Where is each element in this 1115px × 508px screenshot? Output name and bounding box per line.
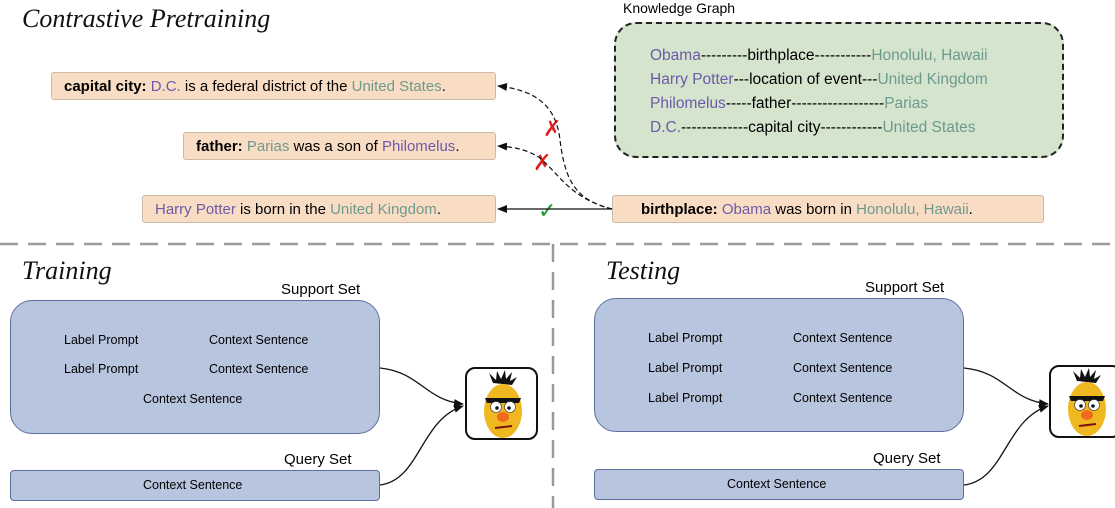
sentence-end: .: [441, 78, 446, 95]
kg-tail: Honolulu, Hawaii: [871, 47, 988, 64]
kg-dash: -------------: [681, 119, 749, 136]
kg-dash: ------------------: [791, 95, 885, 112]
kg-head: Philomelus: [650, 95, 726, 112]
context-sentence-text: Context Sentence: [791, 331, 895, 345]
kg-head: Obama: [650, 47, 701, 64]
context-sentence-text: Context Sentence: [207, 333, 311, 347]
kg-triple: Harry Potter---location of event---Unite…: [650, 68, 988, 92]
negative-arrow: [497, 142, 613, 210]
sentence-father: father: Parias was a son of Philomelus.: [183, 132, 496, 160]
kg-head: D.C.: [650, 119, 681, 136]
support-set-title: Support Set: [865, 279, 945, 296]
entity-head: Parias: [246, 138, 290, 155]
section-title-testing: Testing: [606, 256, 681, 285]
kg-dash: -----: [725, 95, 752, 112]
entity-head: D.C.: [150, 78, 181, 95]
kg-triple: Obama---------birthplace-----------Honol…: [650, 44, 988, 68]
sentence-birthplace-anchor: birthplace: Obama was born in Honolulu, …: [612, 195, 1044, 223]
support-to-model-arrow: [379, 367, 464, 408]
relation-label: birthplace:: [641, 201, 718, 218]
kg-relation: father: [751, 95, 792, 112]
entity-head: Harry Potter: [155, 201, 236, 218]
query-to-model-arrow: [379, 404, 464, 486]
kg-dash: ---------: [700, 47, 748, 64]
section-title-training: Training: [22, 256, 112, 285]
kg-relation: location of event: [749, 71, 862, 88]
kg-triple: D.C.-------------capital city-----------…: [650, 116, 988, 140]
kg-title: Knowledge Graph: [623, 0, 736, 16]
sentence-text: was a son of: [289, 138, 382, 155]
relation-label: father:: [196, 138, 243, 155]
training-query-set-box: [10, 470, 380, 501]
kg-triple: Philomelus-----father------------------P…: [650, 92, 988, 116]
sentence-end: .: [968, 201, 973, 218]
entity-tail: Honolulu, Hawaii: [856, 201, 969, 218]
kg-relation: capital city: [748, 119, 821, 136]
kg-tail: Parias: [884, 95, 929, 112]
kg-tail: United States: [882, 119, 976, 136]
query-set-title: Query Set: [873, 450, 941, 467]
query-set-title: Query Set: [284, 451, 352, 468]
context-sentence-text: Context Sentence: [791, 391, 895, 405]
entity-tail: United States: [351, 78, 442, 95]
sentence-text: was born in: [771, 201, 857, 218]
kg-dash: ---: [733, 71, 750, 88]
sentence-end: .: [455, 138, 460, 155]
wrong-mark-icon: ✗: [543, 116, 562, 141]
negative-arrow: [497, 82, 613, 210]
sentence-capital-city: capital city: D.C. is a federal district…: [51, 72, 496, 100]
bert-muppet-icon: [465, 367, 538, 440]
label-prompt-text: Label Prompt: [62, 333, 141, 347]
label-prompt-text: Label Prompt: [62, 362, 141, 376]
context-sentence-text: Context Sentence: [725, 477, 829, 491]
label-prompt-text: Label Prompt: [646, 391, 725, 405]
kg-dash: -----------: [814, 47, 872, 64]
support-set-title: Support Set: [281, 281, 361, 298]
right-mark-icon: ✓: [538, 198, 557, 223]
entity-tail: United Kingdom: [330, 201, 437, 218]
kg-tail: United Kingdom: [877, 71, 988, 88]
bert-muppet-icon: [1049, 365, 1115, 438]
context-sentence-text: Context Sentence: [141, 392, 245, 406]
sentence-text: is born in the: [235, 201, 331, 218]
context-sentence-text: Context Sentence: [141, 478, 245, 492]
relation-label: capital city:: [64, 78, 147, 95]
context-sentence-text: Context Sentence: [207, 362, 311, 376]
label-prompt-text: Label Prompt: [646, 331, 725, 345]
label-prompt-text: Label Prompt: [646, 361, 725, 375]
sentence-harry-potter: Harry Potter is born in the United Kingd…: [142, 195, 496, 223]
entity-tail: Philomelus: [381, 138, 456, 155]
sentence-end: .: [436, 201, 441, 218]
knowledge-graph-box: Obama---------birthplace-----------Honol…: [614, 22, 1064, 158]
query-to-model-arrow: [963, 404, 1049, 486]
kg-dash: ------------: [820, 119, 883, 136]
entity-head: Obama: [721, 201, 772, 218]
support-to-model-arrow: [963, 367, 1049, 408]
kg-relation: birthplace: [747, 47, 815, 64]
section-title-contrastive: Contrastive Pretraining: [22, 4, 271, 33]
sentence-text: is a federal district of the: [180, 78, 352, 95]
context-sentence-text: Context Sentence: [791, 361, 895, 375]
kg-head: Harry Potter: [650, 71, 734, 88]
kg-dash: ---: [861, 71, 878, 88]
